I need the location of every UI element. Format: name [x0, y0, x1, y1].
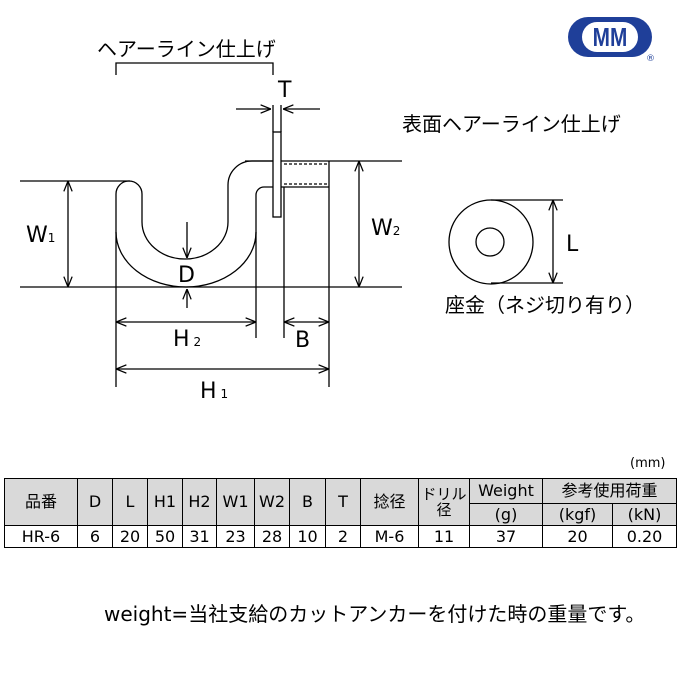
- hook-outline: [115, 160, 273, 260]
- col-b: B: [289, 478, 326, 526]
- surface-finish-label: 表面ヘアーライン仕上げ: [402, 112, 621, 136]
- washer: [448, 199, 534, 285]
- finish-bracket: [115, 62, 274, 75]
- col-h2: H2: [182, 478, 217, 526]
- col-d: D: [77, 478, 113, 526]
- col-weight-unit: (g): [469, 503, 543, 526]
- dim-w1: W1: [26, 223, 55, 248]
- logo-registered-mark: ®: [646, 54, 655, 64]
- washer-hole: [475, 227, 505, 257]
- logo-text: MM: [592, 22, 628, 52]
- col-w1: W1: [216, 478, 255, 526]
- weight-note: weight=当社支給のカットアンカーを付けた時の重量です。: [104, 602, 646, 626]
- col-l: L: [112, 478, 148, 526]
- col-working-load: 参考使用荷重: [542, 478, 677, 504]
- col-weight: Weight: [469, 478, 543, 504]
- hairline-finish-label: ヘアーライン仕上げ: [97, 37, 276, 61]
- dim-t: T: [277, 78, 292, 103]
- col-t: T: [325, 478, 361, 526]
- dim-w2: W2: [371, 216, 400, 241]
- unit-label: (mm): [630, 456, 666, 471]
- dim-b: B: [295, 328, 310, 353]
- col-drill-size: ドリル径: [418, 478, 470, 526]
- dim-d: D: [178, 263, 195, 288]
- col-w2: W2: [254, 478, 290, 526]
- dim-l: L: [566, 232, 579, 257]
- spec-table: 品番 D L H1 H2 W1 W2 B T 捻径 ドリル径 Weight 参考…: [4, 478, 677, 548]
- washer-label: 座金（ネジ切り有り）: [445, 293, 645, 317]
- col-h1: H1: [147, 478, 183, 526]
- col-load-kgf: (kgf): [542, 503, 613, 526]
- col-part-number: 品番: [4, 478, 78, 526]
- col-screw-size: 捻径: [360, 478, 419, 526]
- col-load-kn: (kN): [612, 503, 677, 526]
- brand-logo: MM: [568, 17, 652, 57]
- mounting-plate: [272, 131, 282, 218]
